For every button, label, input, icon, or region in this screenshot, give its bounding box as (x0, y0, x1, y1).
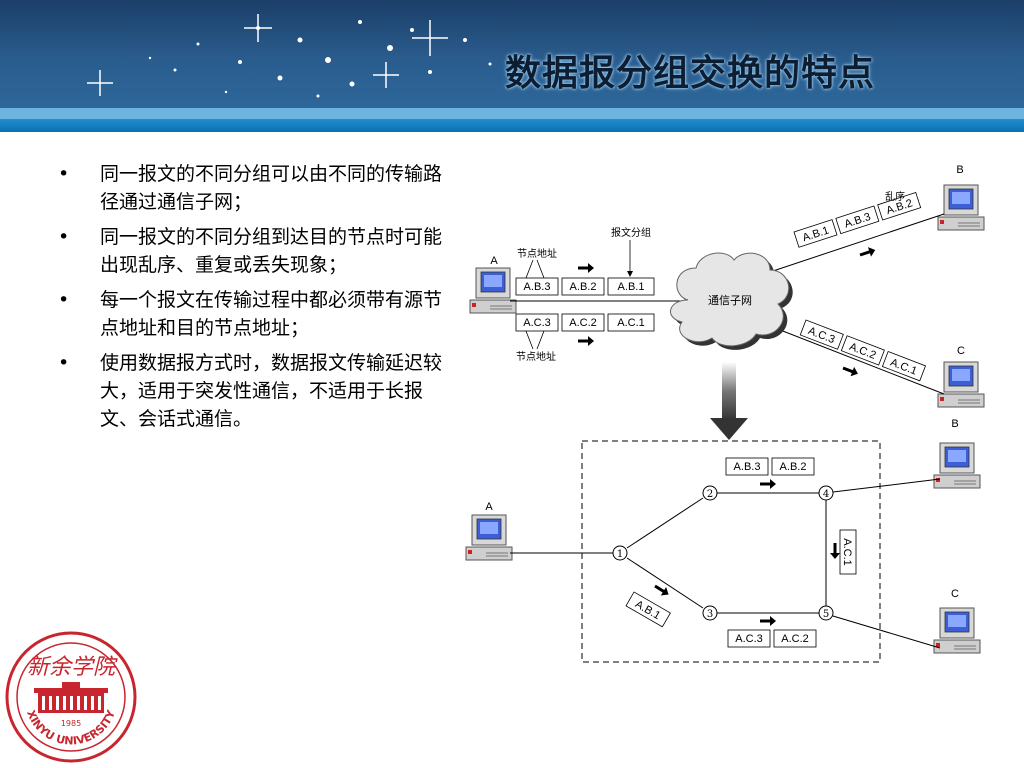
packet-box (607, 277, 655, 296)
bullet-item: • 每一个报文在传输过程中都必须带有源节点地址和目的节点地址； (58, 286, 458, 342)
bullet-item: • 同一报文的不同分组到达目的节点时可能出现乱序、重复或丢失现象； (58, 223, 458, 279)
host-b-label: B (951, 418, 958, 430)
router-node-label: 5 (823, 609, 829, 620)
pointer-line (525, 259, 545, 279)
host-c-label: C (957, 345, 965, 357)
host-c-label: C (951, 588, 959, 600)
bullet-dot: • (58, 163, 70, 185)
bullet-dot: • (58, 289, 70, 311)
router-node-label: 4 (823, 489, 829, 500)
cloud-icon (670, 252, 793, 350)
packet-label: A.C.2 (569, 317, 597, 329)
packet-box (839, 529, 857, 575)
arrow-right-icon (578, 336, 594, 346)
host-b-label: B (956, 164, 963, 176)
packet-box (727, 629, 771, 648)
computer-icon (937, 361, 985, 408)
router-node-label: 1 (617, 549, 623, 560)
computer-icon (469, 267, 517, 314)
arrow-down-icon (830, 543, 840, 559)
computer-icon (465, 514, 513, 561)
packet-box (840, 335, 885, 366)
bullet-text: 每一个报文在传输过程中都必须带有源节点地址和目的节点地址； (100, 289, 443, 339)
pointer-arrowhead (627, 271, 633, 277)
packet-box (793, 219, 838, 248)
bullet-dot: • (58, 226, 70, 248)
router-node (818, 485, 834, 501)
packet-label: A.B.3 (524, 281, 551, 293)
bullet-item: • 同一报文的不同分组可以由不同的传输路径通过通信子网； (58, 160, 458, 216)
header-stripe-light (0, 108, 1024, 119)
node-address-label: 节点地址 (517, 247, 557, 260)
packet-label: A.C.2 (781, 633, 809, 645)
packet-box (771, 457, 815, 476)
router-node-label: 2 (707, 489, 713, 500)
bullet-text: 同一报文的不同分组可以由不同的传输路径通过通信子网； (100, 163, 443, 213)
packet-box (515, 277, 559, 296)
packet-label: A.B.2 (780, 461, 807, 473)
packet-label: A.C.3 (523, 317, 551, 329)
arrow-right-icon (760, 616, 776, 626)
link-cloud-b (769, 213, 945, 273)
arrow-right-icon (858, 245, 877, 260)
logo-name: 新余学院 (27, 655, 118, 680)
router-node-label: 3 (707, 609, 713, 620)
computer-icon (937, 184, 985, 231)
star-decoration (87, 14, 492, 98)
packet-box (799, 319, 844, 350)
packet-box (607, 313, 655, 332)
logo-year: 1985 (61, 719, 81, 728)
packet-box (625, 591, 671, 628)
arrow-right-icon (652, 581, 672, 599)
network-links (510, 478, 941, 649)
packets-label: 报文分组 (611, 226, 651, 239)
header-stripe-blue (0, 119, 1024, 132)
packet-label: A.B.2 (570, 281, 597, 293)
slide-title: 数据报分组交换的特点 (505, 53, 876, 94)
packet-box (561, 313, 605, 332)
pointer-line (525, 330, 545, 350)
host-a-label: A (485, 501, 493, 513)
packet-box (835, 205, 880, 235)
router-node (818, 605, 834, 621)
packet-label: A.C.1 (617, 317, 645, 329)
bullet-text: 使用数据报方式时，数据报文传输延迟较大，适用于突发性通信，不适用于长报文、会话式… (100, 352, 443, 430)
router-node (612, 545, 628, 561)
bullet-item: • 使用数据报方式时，数据报文传输延迟较大，适用于突发性通信，不适用于长报文、会话… (58, 349, 458, 433)
bullet-list: • 同一报文的不同分组可以由不同的传输路径通过通信子网； • 同一报文的不同分组到达… (58, 160, 458, 440)
university-logo: 新余学院 1985 XINYU UNIVERSITY (5, 631, 137, 763)
out-of-order-label: 乱序 (885, 190, 905, 203)
packet-label: A.C.1 (841, 538, 853, 566)
host-a-label: A (490, 255, 498, 267)
packet-label: A.B.3 (734, 461, 761, 473)
packet-box (515, 313, 559, 332)
node-address-label: 节点地址 (516, 350, 556, 363)
arrow-right-icon (760, 479, 776, 489)
packet-box (725, 457, 769, 476)
slide-header: 数据报分组交换的特点 (0, 0, 1024, 132)
packet-box (881, 351, 927, 382)
computer-icon (933, 442, 981, 489)
link-cloud-c (769, 325, 945, 395)
packet-box (561, 277, 605, 296)
bullet-text: 同一报文的不同分组到达目的节点时可能出现乱序、重复或丢失现象； (100, 226, 443, 276)
computer-icon (933, 607, 981, 654)
bullet-dot: • (58, 352, 70, 374)
router-node (702, 485, 718, 501)
router-node (702, 605, 718, 621)
arrow-right-icon (578, 263, 594, 273)
packet-box (877, 191, 922, 221)
packet-label: A.B.1 (618, 281, 645, 293)
arrow-right-icon (841, 363, 860, 379)
packet-box (773, 629, 817, 648)
big-down-arrow-icon (710, 362, 748, 440)
packet-label: A.C.3 (735, 633, 763, 645)
cloud-label: 通信子网 (708, 294, 752, 307)
